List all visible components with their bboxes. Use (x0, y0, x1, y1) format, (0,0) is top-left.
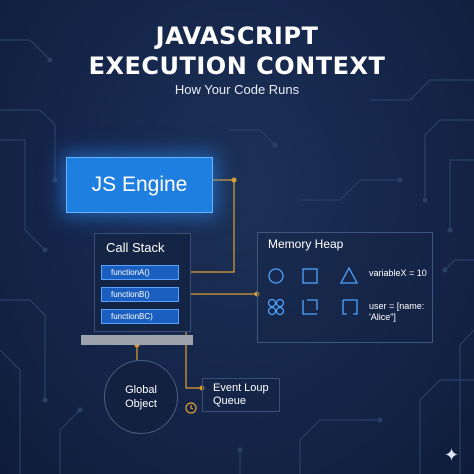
stack-frame-function-bc: functionBC) (101, 309, 179, 324)
heap-entry-variablex: variableX = 10 (369, 268, 427, 278)
clover-icon (267, 298, 285, 316)
global-object-circle (104, 360, 178, 434)
global-object-line1: Global (125, 384, 157, 396)
square-icon (302, 268, 318, 284)
heap-entry-user-line1: user = [name: (369, 301, 425, 311)
heap-entry-user-line2: 'Alice"] (369, 312, 396, 322)
page-title-line2: EXECUTION CONTEXT (88, 52, 386, 80)
call-stack-base-bar (81, 335, 193, 345)
event-loop-line2: Queue (213, 395, 247, 407)
global-object-label: Global Object (104, 383, 178, 411)
page-subtitle: How Your Code Runs (174, 82, 300, 97)
triangle-icon (339, 266, 359, 284)
page-title-line1: JAVASCRIPT (155, 22, 319, 50)
memory-heap-icons (267, 266, 359, 316)
sparkle-icon: ✦ (444, 445, 460, 465)
clock-icon (185, 402, 197, 414)
event-loop-queue-label: Event Loup Queue (213, 382, 269, 408)
circle-icon (268, 268, 284, 284)
dashed-square-icon (302, 299, 318, 315)
memory-heap-panel (257, 232, 433, 343)
global-object-line2: Object (125, 398, 157, 410)
call-stack-label: Call Stack (106, 240, 165, 255)
js-engine-box: JS Engine (66, 157, 213, 213)
event-loop-queue-box (202, 378, 280, 412)
stack-frame-function-b: functionB() (101, 287, 179, 302)
bracket-square-icon (342, 299, 358, 315)
stack-frame-function-a: functionA() (101, 265, 179, 280)
memory-heap-title: Memory Heap (268, 237, 344, 251)
event-loop-line1: Event Loup (213, 382, 269, 394)
